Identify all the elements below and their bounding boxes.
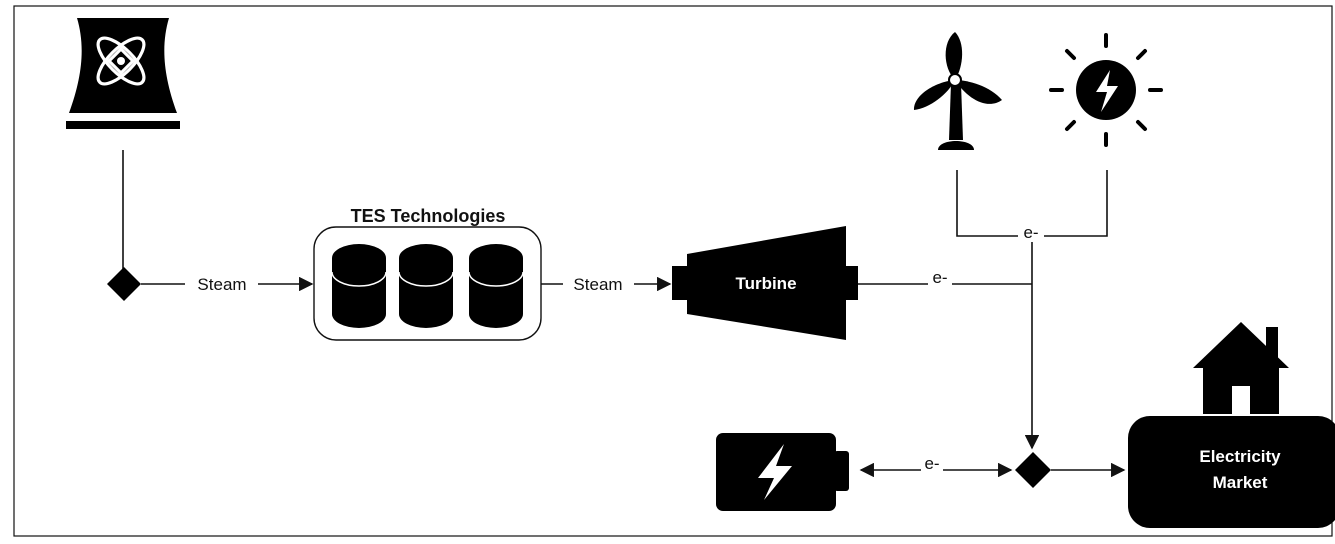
battery-icon [716, 433, 849, 511]
turbine-label: Turbine [735, 274, 796, 293]
market-label-line2: Market [1213, 473, 1268, 492]
electron-label-turbine: e- [932, 268, 947, 287]
solar-power-icon [1049, 33, 1163, 147]
junction-node [107, 267, 141, 301]
market-label-line1: Electricity [1199, 447, 1281, 466]
junction-node-2 [1015, 452, 1051, 488]
diagram-frame [13, 5, 1333, 537]
storage-tank-icon [468, 244, 524, 328]
solar-connector [1044, 170, 1108, 237]
electron-label-battery: e- [924, 454, 939, 473]
tes-technologies-box [313, 226, 542, 341]
steam-label-out: Steam [573, 275, 622, 294]
tes-title: TES Technologies [351, 206, 506, 226]
storage-tank-icon [331, 244, 387, 328]
storage-tank-icon [398, 244, 454, 328]
house-icon [1193, 322, 1289, 414]
electricity-market-node: Electricity Market [1128, 416, 1335, 528]
electron-label-renewables: e- [1023, 223, 1038, 242]
nuclear-plant-icon [66, 18, 180, 129]
wind-turbine-icon [913, 32, 1002, 150]
wind-connector [956, 170, 1018, 237]
steam-label-in: Steam [197, 275, 246, 294]
turbine-node: Turbine [672, 226, 858, 340]
